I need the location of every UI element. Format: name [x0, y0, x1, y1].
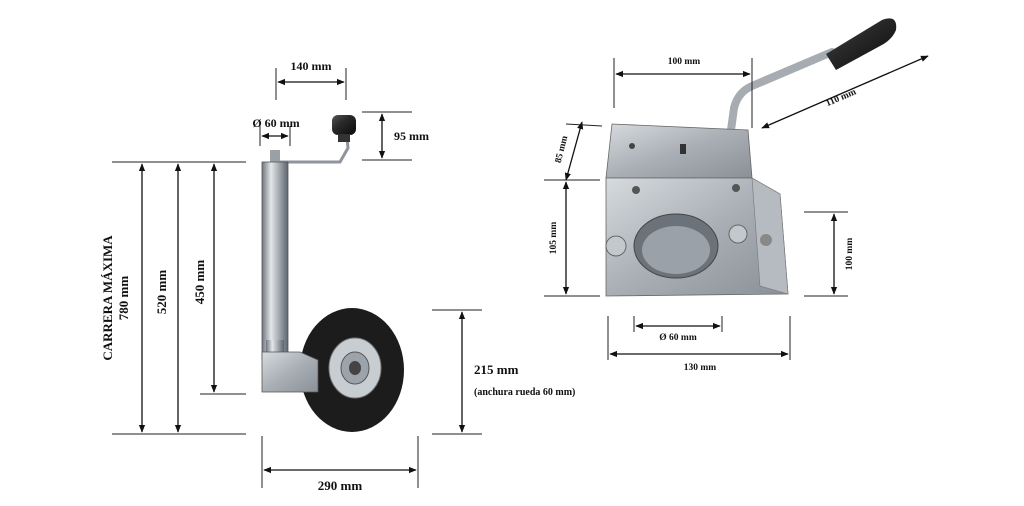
main-tube — [261, 161, 289, 361]
label-105: 105 mm — [549, 222, 559, 255]
label-450: 450 mm — [192, 260, 207, 305]
crank-knob — [332, 115, 356, 135]
label-215: 215 mm — [474, 362, 519, 377]
label-wheel-width: (anchura rueda 60 mm) — [474, 387, 575, 398]
label-95: 95 mm — [394, 129, 429, 143]
wheel-fork — [261, 351, 319, 393]
label-stroke-title: CARRERA MÁXIMA — [100, 235, 115, 361]
label-dia-60: Ø 60 mm — [252, 116, 299, 130]
label-290: 290 mm — [318, 478, 363, 493]
dim-line-85 — [564, 121, 584, 181]
label-100-right: 100 mm — [845, 238, 855, 271]
label-85: 85 mm — [554, 135, 570, 164]
label-100-top: 100 mm — [668, 57, 701, 67]
label-520: 520 mm — [154, 270, 169, 315]
label-dia-60-hole: Ø 60 mm — [659, 333, 697, 343]
clamp-drawing: 100 mm 110 mm 85 mm 105 mm 100 mm Ø 60 m… — [544, 18, 929, 373]
jockey-wheel-drawing: CARRERA MÁXIMA 780 mm 520 mm 450 mm 140 … — [100, 59, 575, 493]
label-140: 140 mm — [291, 59, 332, 73]
label-110: 110 mm — [825, 87, 858, 109]
clamp-handle-grip — [826, 18, 897, 70]
clamp-top-plate — [605, 123, 753, 179]
label-780: 780 mm — [116, 276, 131, 321]
label-130: 130 mm — [684, 363, 717, 373]
dim-line-110 — [761, 55, 929, 129]
